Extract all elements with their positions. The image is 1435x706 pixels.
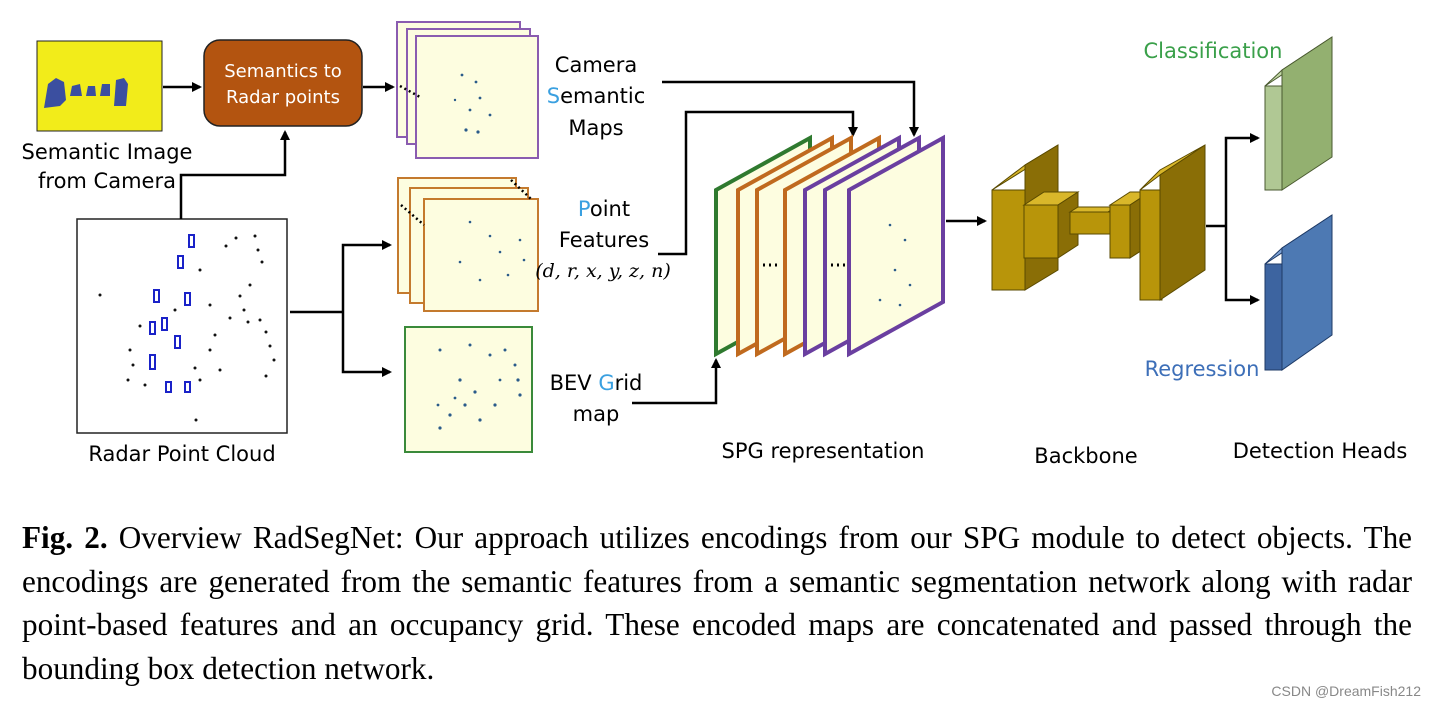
regression-head <box>1264 214 1333 371</box>
classification-label: Classification <box>1144 39 1283 63</box>
camera-highlight: S <box>547 84 560 108</box>
watermark: CSDN @DreamFish212 <box>1271 683 1421 699</box>
arrow-radar-to-semantics <box>179 130 290 219</box>
classification-head <box>1264 36 1333 191</box>
camera-semantic-maps <box>396 21 539 159</box>
bev-label-1: BEV Grid <box>550 371 643 395</box>
bev-grid-map <box>404 326 533 453</box>
camera-label-2: Semantic <box>547 84 646 108</box>
arrow-to-classification <box>1224 133 1260 226</box>
backbone-label: Backbone <box>1034 444 1137 468</box>
arrow-bev-to-spg <box>632 358 721 405</box>
point-rest: oint <box>590 197 630 221</box>
point-label-1: Point <box>578 197 630 221</box>
regression-label: Regression <box>1145 357 1260 381</box>
spg-representation <box>714 134 945 358</box>
semantics-to-radar-box: Semantics to Radar points <box>203 39 363 127</box>
semantic-image-label-2: from Camera <box>38 169 176 193</box>
radsegnet-diagram: Semantic Image from Camera Semantics to … <box>22 21 1408 468</box>
arrow-camera-to-spg <box>662 80 919 137</box>
caption-text: Overview RadSegNet: Our approach utilize… <box>22 520 1413 686</box>
point-highlight: P <box>578 197 590 221</box>
semantics-box-line-1: Semantics to <box>224 61 342 82</box>
semantics-box-line-2: Radar points <box>226 87 340 108</box>
bev-rest: rid <box>615 371 643 395</box>
bev-prefix: BEV <box>550 371 599 395</box>
semantic-image-label-1: Semantic Image <box>22 140 193 164</box>
camera-label-3: Maps <box>568 116 623 140</box>
bev-label-2: map <box>573 402 620 426</box>
figure-caption: Fig. 2. Overview RadSegNet: Our approach… <box>22 516 1412 690</box>
backbone <box>991 144 1206 301</box>
arrow-radar-to-point-features <box>341 240 392 312</box>
point-label-2: Features <box>559 228 649 252</box>
camera-label-1: Camera <box>555 53 637 77</box>
spg-label: SPG representation <box>722 439 925 463</box>
arrow-radar-to-bev <box>341 312 392 377</box>
arrow-point-features-to-spg <box>658 110 858 256</box>
bev-highlight: G <box>598 371 614 395</box>
semantic-image <box>36 40 163 132</box>
arrow-to-regression <box>1224 226 1260 305</box>
point-features-maps <box>397 177 539 312</box>
point-features-math: (d, r, x, y, z, n) <box>535 260 671 282</box>
radar-cloud-label: Radar Point Cloud <box>88 442 275 466</box>
radar-point-cloud <box>76 218 288 434</box>
caption-prefix: Fig. 2. <box>22 520 108 555</box>
detection-heads-label: Detection Heads <box>1233 439 1408 463</box>
camera-rest: emantic <box>560 84 645 108</box>
